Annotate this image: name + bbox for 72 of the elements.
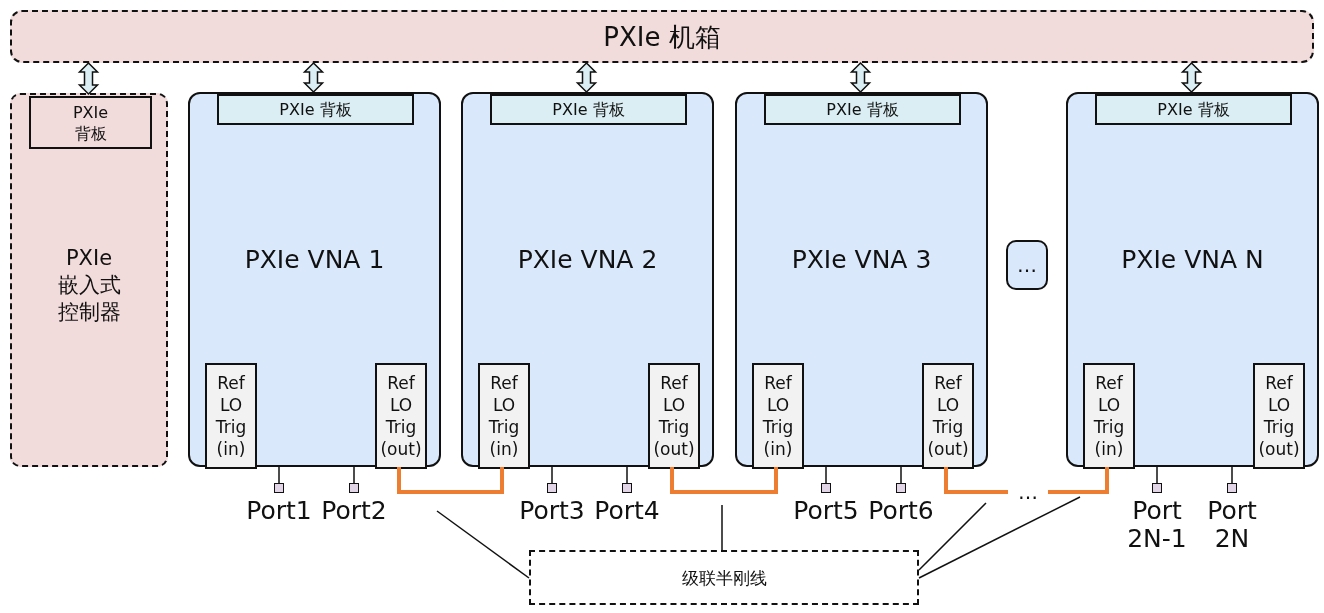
ref-lo-trig-box <box>1083 363 1135 469</box>
cable-line <box>397 467 504 494</box>
vna-module-box <box>735 92 988 467</box>
module-label: PXIe VNA N <box>1121 244 1264 276</box>
connector-line <box>626 466 628 484</box>
backplane-box <box>29 96 152 149</box>
port-label: Port5 <box>792 497 860 525</box>
leader-line <box>918 496 1081 579</box>
leader-line <box>436 510 530 579</box>
connector-line <box>278 466 280 484</box>
port-label: Port 2N <box>1206 497 1258 553</box>
module-label: PXIe VNA 3 <box>791 244 932 276</box>
vna-module-box <box>1066 92 1319 467</box>
cable-line <box>1048 467 1109 494</box>
port-group-label: Ref LO Trig (in) <box>761 372 795 460</box>
connector-line <box>900 466 902 484</box>
controller-box <box>10 93 168 467</box>
leader-line <box>918 502 987 571</box>
ref-lo-trig-box <box>478 363 530 469</box>
backplane-label: PXIe 背板 <box>1157 99 1230 120</box>
ref-lo-trig-box <box>375 363 427 469</box>
ref-lo-trig-box <box>648 363 700 469</box>
port-label: Port1 <box>245 497 313 525</box>
cable-line <box>944 467 1008 494</box>
connector-line <box>1231 466 1233 484</box>
backplane-box <box>490 94 687 125</box>
double-arrow <box>1180 61 1203 94</box>
ref-lo-trig-box <box>1253 363 1305 469</box>
double-arrow <box>302 61 325 94</box>
port-group-label: Ref LO Trig (in) <box>487 372 521 460</box>
double-arrow <box>575 61 598 94</box>
connector-line <box>551 466 553 484</box>
chassis-band <box>10 10 1314 63</box>
backplane-box <box>764 94 961 125</box>
module-label: PXIe VNA 2 <box>517 244 658 276</box>
module-label: PXIe VNA 1 <box>244 244 385 276</box>
backplane-label: PXIe 背板 <box>71 101 110 144</box>
cable-label: 级联半刚线 <box>681 566 767 589</box>
cable-box <box>529 550 919 605</box>
port-label: Port4 <box>593 497 661 525</box>
vna-module-box <box>188 92 441 467</box>
port-group-label: Ref LO Trig (out) <box>926 372 970 460</box>
backplane-box <box>217 94 414 125</box>
cable-line <box>670 467 778 494</box>
port-group-label: Ref LO Trig (out) <box>1257 372 1301 460</box>
port-label: Port2 <box>320 497 388 525</box>
vna-module-box <box>461 92 714 467</box>
port-group-label: Ref LO Trig (out) <box>652 372 696 460</box>
controller-label: PXIe 嵌入式控制器 <box>56 244 122 326</box>
ellipsis-text: … <box>1017 252 1037 278</box>
port-group-label: Ref LO Trig (in) <box>1092 372 1126 460</box>
backplane-box <box>1095 94 1292 125</box>
port-label: Port 2N-1 <box>1126 497 1188 553</box>
connector-line <box>1156 466 1158 484</box>
connector-line <box>353 466 355 484</box>
port-group-label: Ref LO Trig (out) <box>379 372 423 460</box>
double-arrow <box>77 61 100 96</box>
port-label: Port3 <box>518 497 586 525</box>
ellipsis-text: … <box>1012 482 1044 502</box>
connector-line <box>825 466 827 484</box>
leader-line <box>721 504 723 551</box>
ref-lo-trig-box <box>922 363 974 469</box>
ref-lo-trig-box <box>752 363 804 469</box>
backplane-label: PXIe 背板 <box>279 99 352 120</box>
backplane-label: PXIe 背板 <box>552 99 625 120</box>
port-label: Port6 <box>867 497 935 525</box>
double-arrow <box>849 61 872 94</box>
port-group-label: Ref LO Trig (in) <box>214 372 248 460</box>
ref-lo-trig-box <box>205 363 257 469</box>
backplane-label: PXIe 背板 <box>826 99 899 120</box>
chassis-label: PXIe 机箱 <box>603 20 721 54</box>
ellipsis-box <box>1006 240 1048 290</box>
